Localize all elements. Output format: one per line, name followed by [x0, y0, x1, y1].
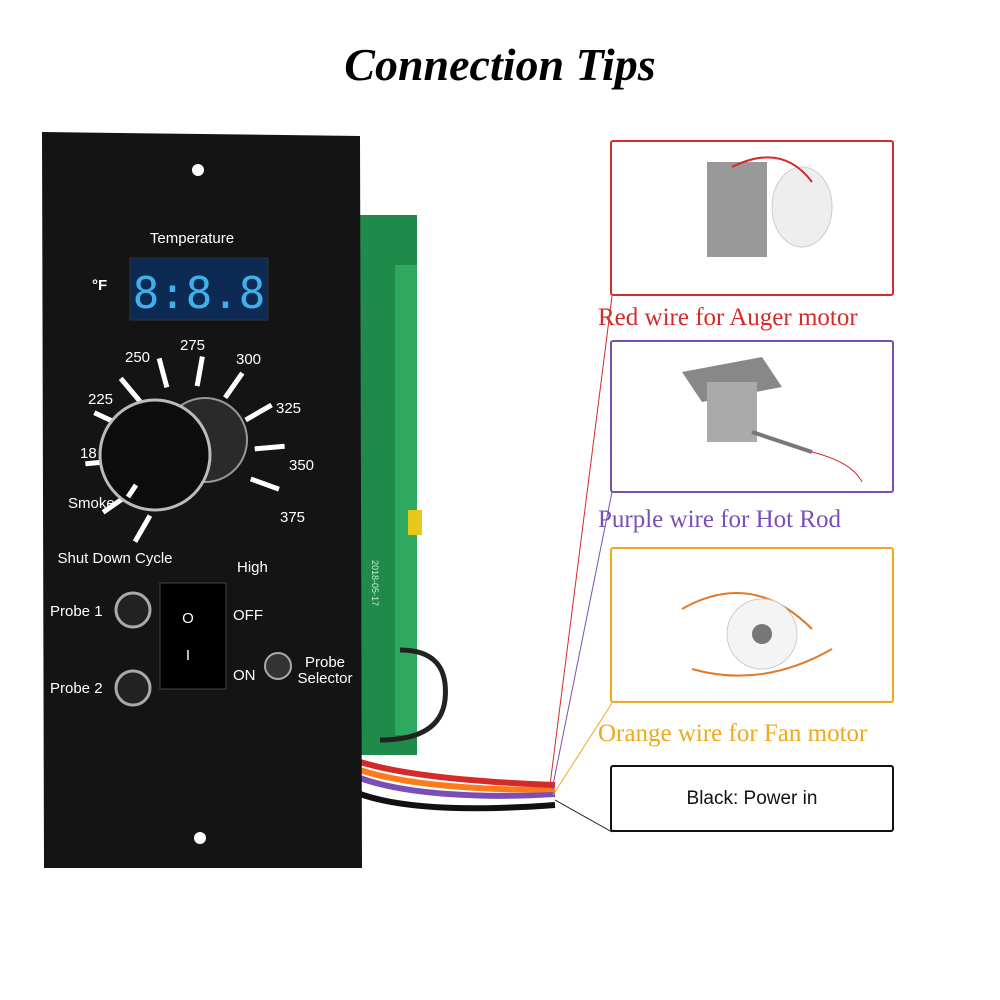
power-switch[interactable]: [159, 582, 227, 690]
temperature-knob[interactable]: [98, 398, 212, 512]
dial-label: 325: [276, 400, 301, 417]
probe-selector-button[interactable]: [264, 652, 292, 680]
dial-label: 300: [236, 351, 261, 368]
page-title: Connection Tips: [344, 39, 656, 90]
dial-label: 18: [80, 445, 97, 462]
power-caption: Black: Power in: [686, 787, 818, 809]
power-in-box: Black: Power in: [610, 765, 894, 832]
probe1-label: Probe 1: [50, 603, 103, 620]
pcb-date: 2018-05-17: [370, 560, 380, 606]
auger-caption: Red wire for Auger motor: [598, 304, 858, 331]
auger-motor-image: [610, 140, 894, 296]
on-label: ON: [233, 667, 256, 684]
dial-label: Shut Down Cycle: [57, 550, 172, 567]
dial-tick: [118, 376, 142, 403]
dial-label: 375: [280, 509, 305, 526]
switch-on-mark: I: [186, 647, 190, 664]
dial-label: 275: [180, 337, 205, 354]
dial-label: 225: [88, 391, 113, 408]
dial-tick: [249, 476, 280, 492]
dial-label: 250: [125, 349, 150, 366]
temperature-display: [129, 257, 269, 321]
switch-off-mark: O: [182, 610, 194, 627]
dial-tick: [244, 402, 273, 423]
hot-rod-caption: Purple wire for Hot Rod: [598, 506, 842, 533]
fan-caption: Orange wire for Fan motor: [598, 720, 868, 747]
dial-tick: [254, 443, 285, 452]
probe2-jack[interactable]: [114, 669, 152, 707]
dial-label: High: [237, 559, 268, 576]
dial-label: Smoke: [68, 495, 115, 512]
hot-rod-image: [610, 340, 894, 493]
dial-label: 350: [289, 457, 314, 474]
fan-motor-image: [610, 547, 894, 703]
dial-tick: [223, 371, 245, 400]
display-digits: 8:8.8: [133, 268, 265, 319]
unit-label: °F: [92, 277, 107, 294]
probe-selector-label: Probe: [305, 654, 345, 671]
probe2-label: Probe 2: [50, 680, 103, 697]
temperature-label: Temperature: [150, 230, 234, 247]
dial-tick: [156, 357, 170, 389]
off-label: OFF: [233, 607, 263, 624]
probe1-jack[interactable]: [114, 591, 152, 629]
dial-tick: [132, 514, 153, 543]
dial-tick: [194, 356, 205, 387]
probe-selector-label: Selector: [297, 670, 352, 687]
